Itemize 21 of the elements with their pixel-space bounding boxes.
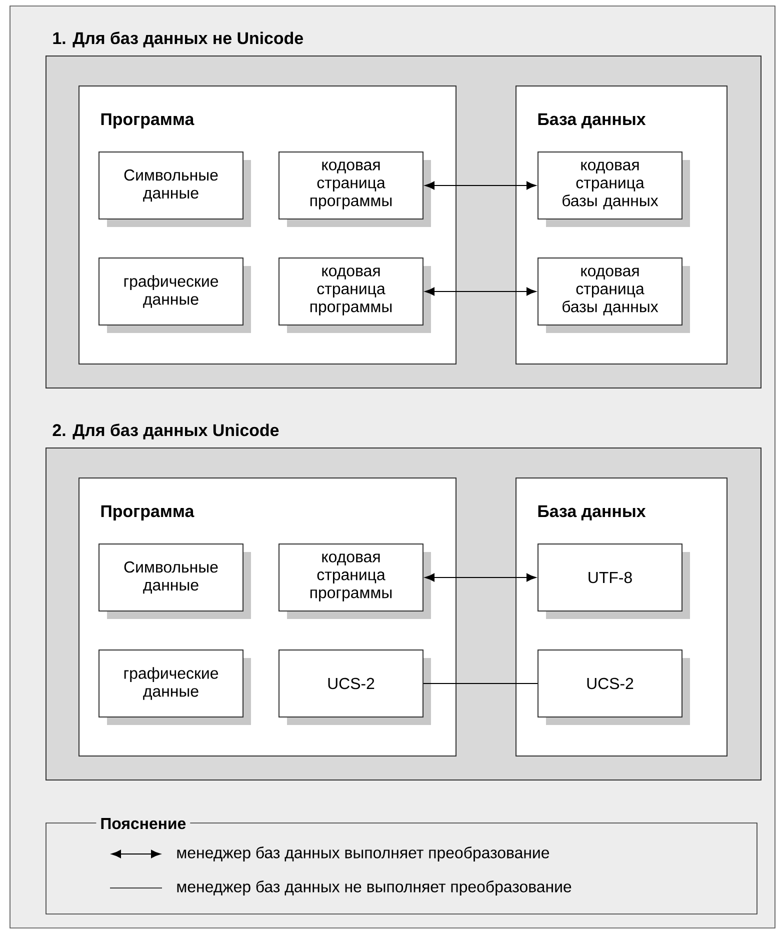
process-box: кодовая страница базы данных — [538, 258, 690, 333]
legend-text: менеджер баз данных выполняет преобразование — [177, 846, 550, 862]
process-box: кодовая страница программы — [278, 544, 431, 619]
arrow — [424, 287, 536, 296]
legend-text: менеджер баз данных не выполняет преобразование — [177, 880, 572, 896]
connector-line — [423, 683, 538, 684]
process-box: кодовая страница программы — [278, 258, 431, 333]
process-box: UTF-8 — [538, 544, 690, 619]
legend-title: Пояснение — [96, 816, 190, 832]
process-box: UCS-2 — [278, 650, 431, 725]
process-box: графические данные — [98, 258, 251, 333]
process-box: Символьные данные — [98, 152, 251, 227]
process-box: Символьные данные — [98, 544, 251, 619]
node-label: 2. Для баз данных Unicode — [52, 424, 279, 440]
process-box: графические данные — [98, 650, 251, 725]
arrow — [424, 573, 536, 582]
process-box: кодовая страница программы — [278, 152, 431, 227]
process-box: кодовая страница базы данных — [538, 152, 690, 227]
node-label: 1. Для баз данных не Unicode — [53, 32, 303, 48]
process-box: UCS-2 — [538, 650, 690, 725]
arrow — [424, 181, 536, 190]
